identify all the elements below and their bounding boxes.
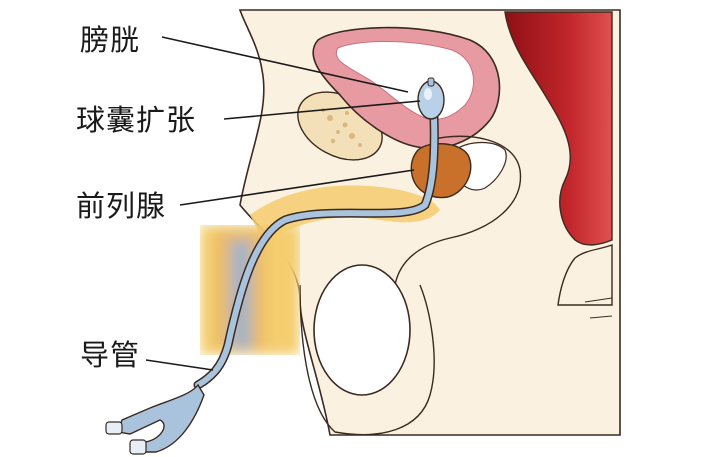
perineum-contour — [394, 135, 522, 286]
leader-bladder — [161, 36, 409, 93]
testicle — [313, 264, 411, 396]
crease-line-2 — [589, 315, 613, 319]
label-balloon-expansion: 球囊扩张 — [76, 103, 197, 137]
label-prostate: 前列腺 — [76, 189, 167, 223]
leader-balloon — [223, 100, 421, 120]
prostate — [410, 143, 472, 199]
bone-texture — [321, 108, 362, 147]
buttock-outline — [557, 244, 613, 306]
scrotum-outline — [299, 284, 435, 436]
catheter-icon — [193, 93, 439, 390]
balloon-icon — [417, 77, 445, 120]
leader-catheter — [145, 359, 214, 371]
obscured-region — [200, 225, 300, 355]
label-bladder: 膀胱 — [80, 23, 141, 57]
rectum-region — [504, 11, 613, 246]
label-catheter: 导管 — [80, 338, 141, 372]
catheter-connector — [105, 383, 205, 455]
crease-line — [584, 297, 613, 303]
leader-prostate — [179, 169, 415, 206]
